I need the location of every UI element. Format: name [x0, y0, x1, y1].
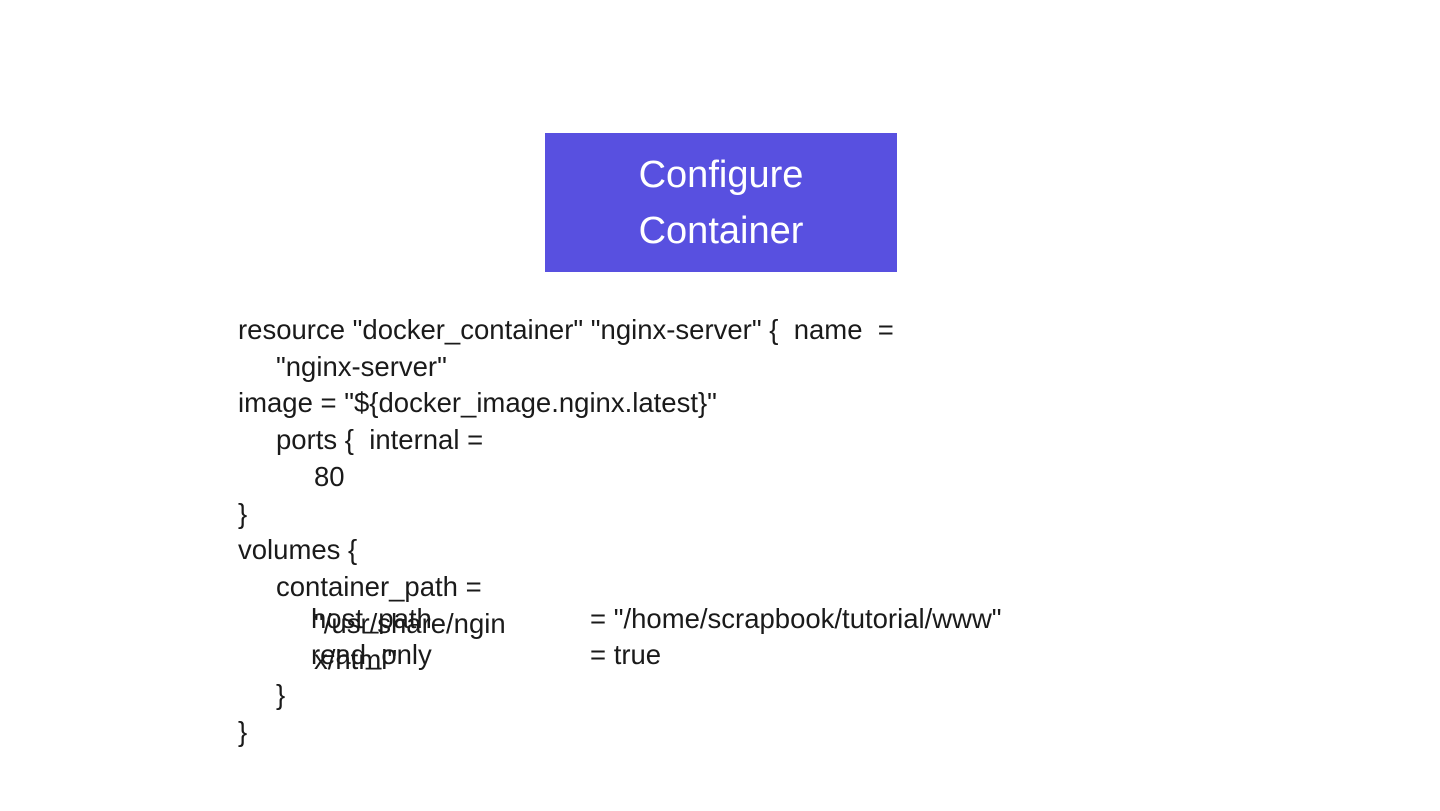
code-line: container_path =	[276, 571, 482, 602]
code-line: resource "docker_container" "nginx-serve…	[238, 314, 894, 345]
code-line: volumes {	[238, 534, 358, 565]
code-line: "nginx-server"	[276, 351, 447, 382]
code-line: "/usr/share/ngin	[314, 608, 506, 639]
code-line: }	[238, 716, 248, 747]
code-line: }	[276, 679, 286, 710]
code-line: image = "${docker_image.nginx.latest}"	[238, 387, 717, 418]
configure-container-node: Configure Container	[545, 133, 897, 272]
code-line: 80	[314, 461, 345, 492]
code-overlay-key-read-only: read_only	[311, 639, 432, 670]
code-overlay-key-host-path: host_path	[311, 603, 432, 634]
node-title-line-1: Configure	[638, 153, 804, 196]
node-title-line-2: Container	[638, 209, 804, 252]
terraform-code-block: resource "docker_container" "nginx-serve…	[238, 312, 1138, 772]
code-line: }	[238, 498, 248, 529]
code-overlay-value-read-only: = true	[590, 639, 662, 670]
code-line: ports { internal =	[276, 424, 484, 455]
code-overlay-value-host-path: = "/home/scrapbook/tutorial/www"	[590, 603, 1002, 634]
code-line: x/html"	[314, 644, 398, 675]
